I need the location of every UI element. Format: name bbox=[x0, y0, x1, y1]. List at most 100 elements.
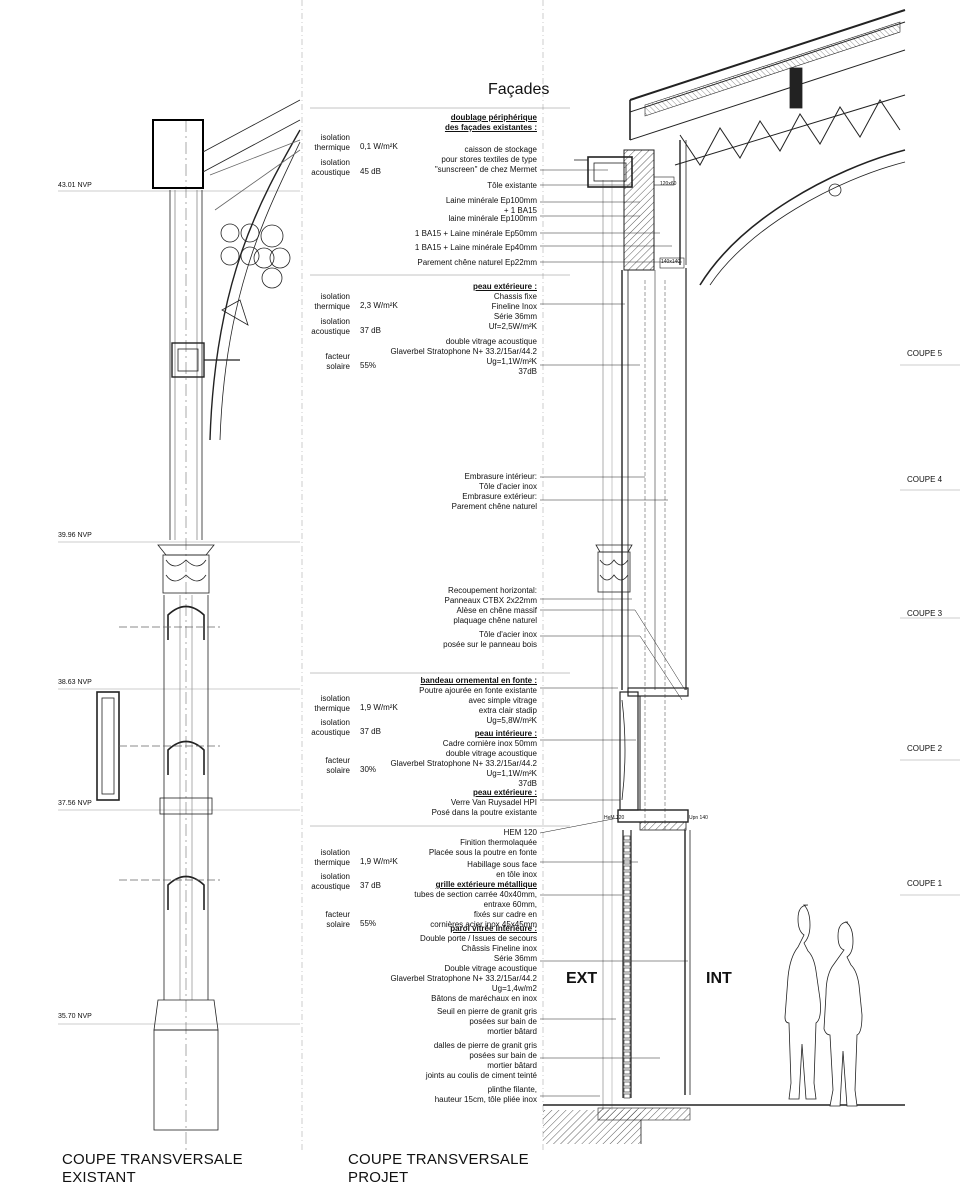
annotation-line: Embrasure extérieur: bbox=[462, 492, 537, 501]
grille-bar bbox=[623, 997, 631, 1003]
annotation-line: Panneaux CTBX 2x22mm bbox=[444, 596, 538, 605]
annotation-line: hauteur 15cm, tôle pliée inox bbox=[434, 1095, 537, 1104]
annotation-line: Tôle d'acier inox bbox=[479, 630, 537, 639]
annotation-line: avec simple vitrage bbox=[468, 696, 537, 705]
small-dim-label: 140x140 bbox=[661, 259, 681, 265]
project-section bbox=[543, 9, 960, 1144]
annotation-line: dalles de pierre de granit gris bbox=[433, 1041, 537, 1050]
grille-bar bbox=[623, 847, 631, 853]
annotation-line: posée sur le panneau bois bbox=[443, 640, 537, 649]
grille-bar bbox=[623, 931, 631, 937]
annotation-line: Posé dans la poutre existante bbox=[431, 808, 537, 817]
grille-bar bbox=[623, 1069, 631, 1075]
grille-bar bbox=[623, 865, 631, 871]
annotation-line: Tôle existante bbox=[487, 181, 537, 190]
annotation-line: fixés sur cadre en bbox=[473, 910, 537, 919]
annotation-line: 37dB bbox=[518, 779, 537, 788]
annotation-line: Double vitrage acoustique bbox=[444, 964, 537, 973]
annotation-line: entraxe 60mm, bbox=[483, 900, 537, 909]
int-label: INT bbox=[706, 970, 732, 987]
annotation-line: Glaverbel Stratophone N+ 33.2/15ar/44.2 bbox=[390, 759, 537, 768]
annotation-heading: peau extérieure : bbox=[472, 282, 537, 291]
performance-value: 45 dB bbox=[360, 167, 381, 176]
grille-bars bbox=[623, 835, 631, 1099]
page-title: Façades bbox=[488, 81, 550, 98]
annotation-line: Tôle d'acier inox bbox=[479, 482, 537, 491]
grille-bar bbox=[623, 925, 631, 931]
annotation-line: Parement chêne naturel bbox=[451, 502, 537, 511]
annotation-line: Parement chêne naturel Ep22mm bbox=[417, 258, 537, 267]
annotation-line: HEM 120 bbox=[503, 828, 537, 837]
grille-bar bbox=[623, 1087, 631, 1093]
performance-value: 1,9 W/m²K bbox=[360, 857, 398, 866]
annotation-line: pour stores textiles de type bbox=[441, 155, 537, 164]
grille-bar bbox=[623, 1003, 631, 1009]
annotation-line: double vitrage acoustique bbox=[445, 749, 537, 758]
grille-bar bbox=[623, 895, 631, 901]
annotation-line: Laine minérale Ep100mm bbox=[445, 196, 537, 205]
grille-bar bbox=[623, 853, 631, 859]
ext-label: EXT bbox=[566, 970, 598, 987]
grille-bar bbox=[623, 1009, 631, 1015]
annotation-line: Ug=1,4w/m2 bbox=[491, 984, 537, 993]
existing-column bbox=[58, 99, 301, 1150]
grille-bar bbox=[623, 1021, 631, 1027]
level-label: 39.96 NVP bbox=[58, 532, 92, 539]
coupe-label: COUPE 1 bbox=[907, 879, 943, 888]
grille-bar bbox=[623, 1015, 631, 1021]
annotation-line: Poutre ajourée en fonte existante bbox=[419, 686, 537, 695]
performance-value: 0,1 W/m²K bbox=[360, 142, 398, 151]
level-label: 38.63 NVP bbox=[58, 679, 92, 686]
grille-bar bbox=[623, 835, 631, 841]
level-label: 35.70 NVP bbox=[58, 1013, 92, 1020]
grille-bar bbox=[623, 913, 631, 919]
annotation-line: en tôle inox bbox=[496, 870, 537, 879]
annotation-line: Seuil en pierre de granit gris bbox=[436, 1007, 537, 1016]
grille-bar bbox=[623, 901, 631, 907]
grille-bar bbox=[623, 991, 631, 997]
annotation-line: Chassis fixe bbox=[493, 292, 537, 301]
leader-lines bbox=[539, 169, 688, 1097]
grille-bar bbox=[623, 919, 631, 925]
grille-bar bbox=[623, 985, 631, 991]
annotation-line: double vitrage acoustique bbox=[445, 337, 537, 346]
annotation-line: caisson de stockage bbox=[464, 145, 538, 154]
coupe-label: COUPE 3 bbox=[907, 609, 943, 618]
annotation-line: Habillage sous face bbox=[467, 860, 537, 869]
grille-bar bbox=[623, 973, 631, 979]
grille-bar bbox=[623, 949, 631, 955]
grille-bar bbox=[623, 877, 631, 883]
grille-bar bbox=[623, 883, 631, 889]
grille-bar bbox=[623, 979, 631, 985]
annotation-line: "sunscreen" de chez Mermet bbox=[434, 165, 537, 174]
annotation-line: Glaverbel Stratophone N+ 33.2/15ar/44.2 bbox=[390, 974, 537, 983]
coupe-label: COUPE 4 bbox=[907, 475, 943, 484]
text-block-rules bbox=[310, 107, 570, 827]
caption-project: COUPE TRANSVERSALE PROJET bbox=[348, 1151, 529, 1186]
grille-bar bbox=[623, 841, 631, 847]
performance-value: 30% bbox=[360, 765, 377, 774]
performance-value: 1,9 W/m²K bbox=[360, 703, 398, 712]
annotation-line: posées sur bain de bbox=[469, 1051, 537, 1060]
small-dim-label: Upn 140 bbox=[689, 815, 708, 821]
grille-bar bbox=[623, 889, 631, 895]
grille-bar bbox=[623, 961, 631, 967]
grille-bar bbox=[623, 1033, 631, 1039]
level-label: 37.56 NVP bbox=[58, 800, 92, 807]
annotation-line: Série 36mm bbox=[493, 954, 537, 963]
annotation-line: 1 BA15 + Laine minérale Ep40mm bbox=[414, 243, 537, 252]
annotation-heading: grille extérieure métallique bbox=[435, 880, 537, 889]
annotation-heading: paroi vitrée intérieure : bbox=[450, 924, 537, 933]
grille-bar bbox=[623, 1093, 631, 1099]
grille-bar bbox=[623, 1063, 631, 1069]
annotation-line: Ug=1,1W/m²K bbox=[486, 357, 537, 366]
annotation-line: cornières acier inox 45x45mm bbox=[430, 920, 537, 929]
annotation-line: Recoupement horizontal: bbox=[448, 586, 537, 595]
grille-bar bbox=[623, 1075, 631, 1081]
annotation-line: mortier bâtard bbox=[487, 1061, 537, 1070]
